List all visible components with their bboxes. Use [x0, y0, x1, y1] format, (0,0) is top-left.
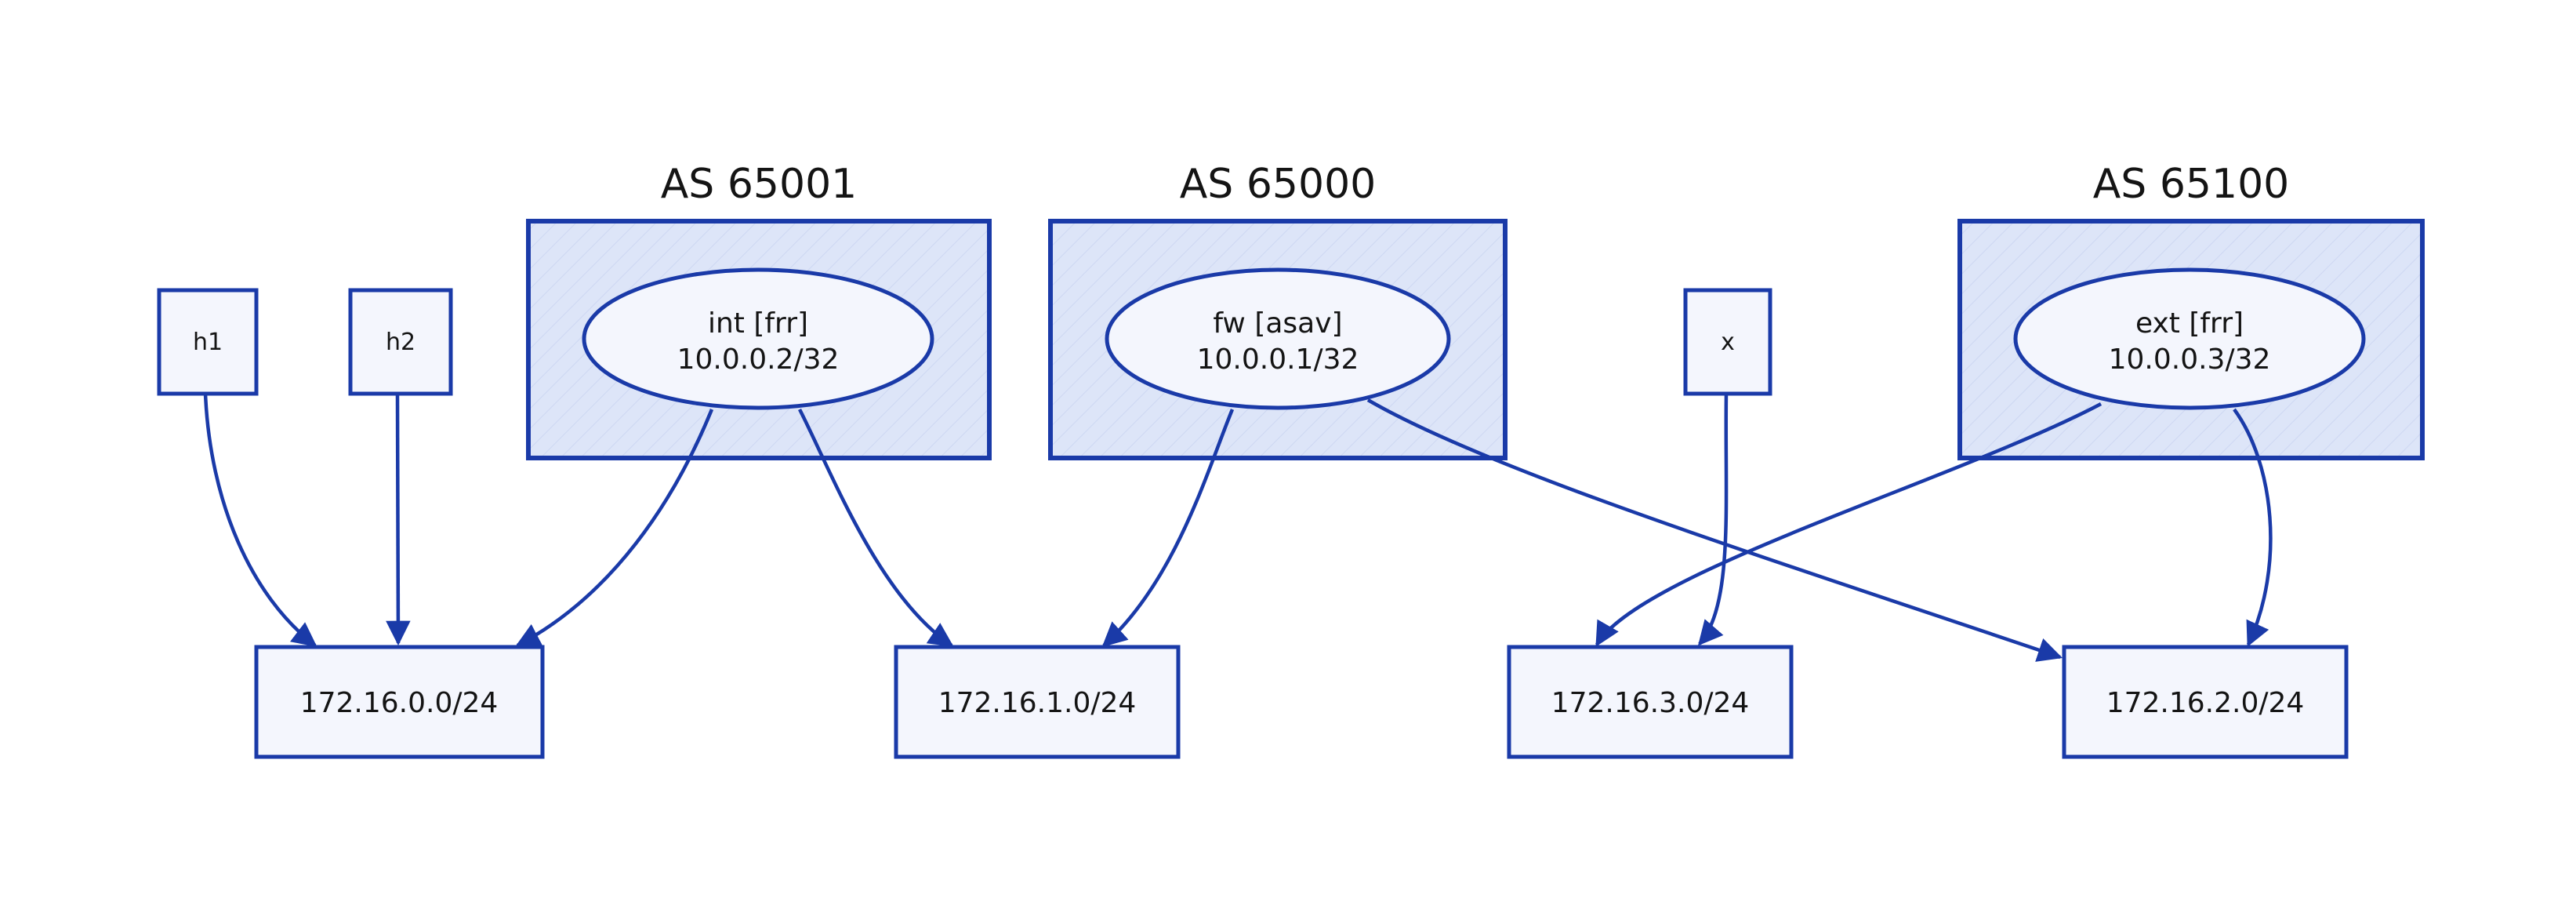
link-fw-net2: [1366, 398, 2063, 662]
router-int[interactable]: [582, 267, 934, 410]
as-title-65001: AS 65001: [661, 161, 858, 208]
as-title-65000: AS 65000: [1180, 161, 1377, 208]
network-172-16-0-0[interactable]: [254, 645, 545, 759]
network-172-16-3-0[interactable]: [1507, 645, 1794, 759]
host-h1[interactable]: [157, 288, 259, 396]
network-172-16-1-0-label: 172.16.1.0/24: [938, 687, 1137, 719]
link-fw-net1: [1101, 409, 1235, 648]
host-x[interactable]: [1683, 288, 1772, 396]
host-h1-label: h1: [193, 329, 223, 356]
link-int-net0: [515, 409, 714, 647]
router-fw-address: 10.0.0.1/32: [1197, 344, 1359, 376]
host-h2-label: h2: [386, 329, 415, 356]
link-ext-net2: [2233, 408, 2273, 647]
router-int-address: 10.0.0.2/32: [677, 344, 840, 376]
router-fw[interactable]: [1105, 267, 1451, 410]
router-int-name: int [frr]: [708, 307, 808, 340]
link-h1-net0: [203, 393, 317, 647]
as-title-65100: AS 65100: [2093, 161, 2290, 208]
network-172-16-2-0-label: 172.16.2.0/24: [2106, 687, 2305, 719]
host-h2[interactable]: [348, 288, 453, 396]
network-172-16-0-0-label: 172.16.0.0/24: [300, 687, 499, 719]
link-ext-net3: [1595, 402, 2103, 647]
host-x-label: x: [1721, 329, 1735, 356]
network-172-16-1-0[interactable]: [894, 645, 1181, 759]
network-172-16-2-0[interactable]: [2062, 645, 2349, 759]
router-ext[interactable]: [2013, 267, 2366, 410]
router-ext-address: 10.0.0.3/32: [2109, 344, 2271, 376]
link-h2-net0: [386, 393, 411, 646]
network-172-16-3-0-label: 172.16.3.0/24: [1551, 687, 1750, 719]
link-x-net3: [1697, 393, 1729, 646]
link-int-net1: [797, 408, 954, 647]
router-fw-name: fw [asav]: [1213, 307, 1342, 340]
router-ext-name: ext [frr]: [2135, 307, 2244, 340]
